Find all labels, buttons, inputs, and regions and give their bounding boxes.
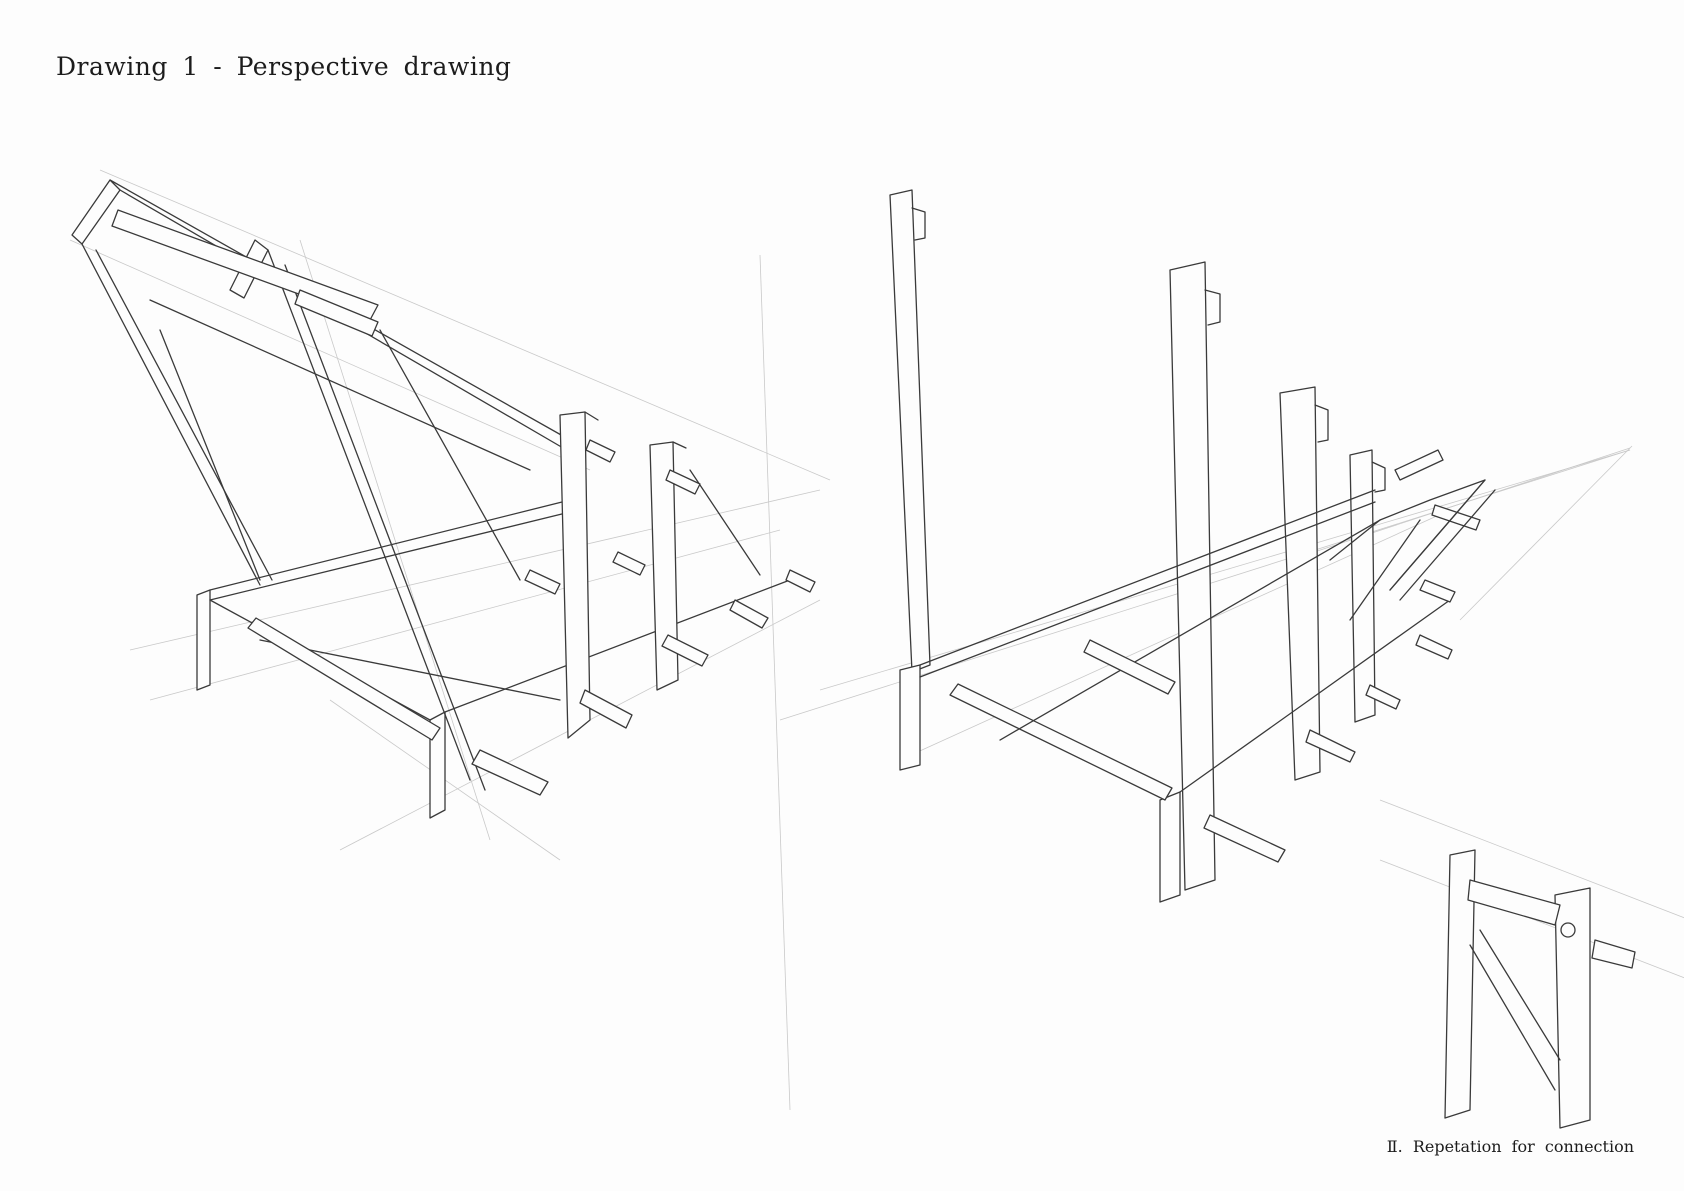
caption: Ⅱ. Repetation for connection bbox=[1386, 1137, 1634, 1156]
page-title: Drawing 1 - Perspective drawing bbox=[56, 52, 512, 81]
left-structure bbox=[71, 179, 816, 819]
connection-detail bbox=[1444, 849, 1636, 1129]
middle-structure bbox=[889, 189, 1496, 903]
